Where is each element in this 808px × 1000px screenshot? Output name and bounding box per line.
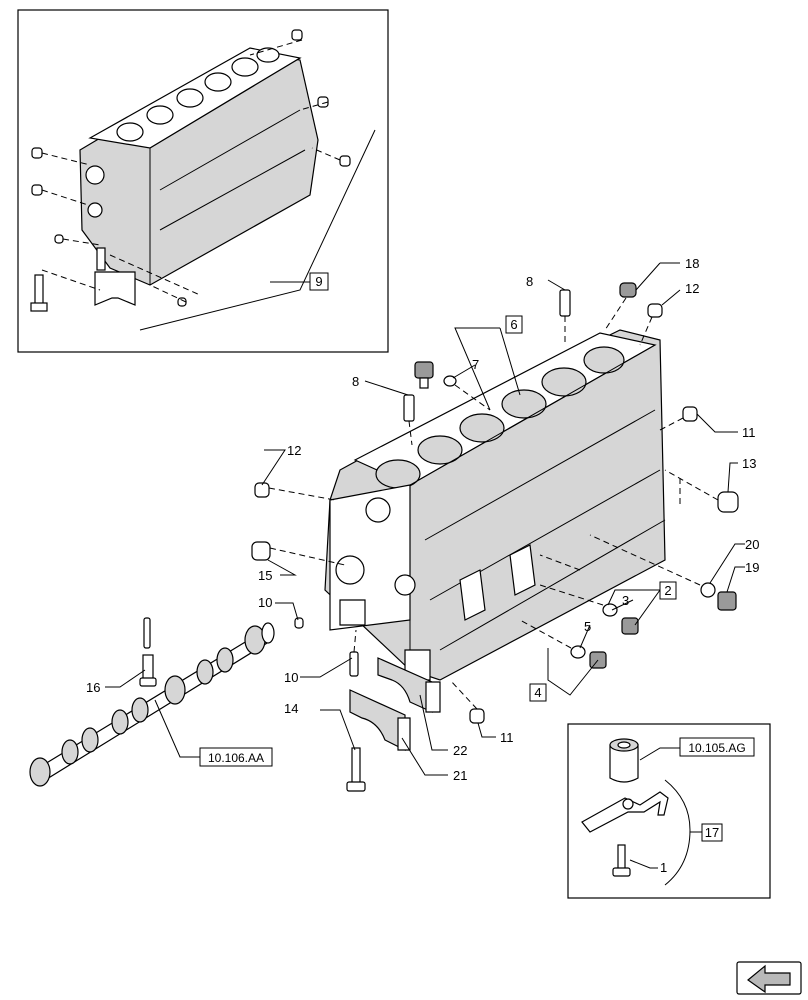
front-housing	[335, 555, 365, 585]
callout-17-label: 17	[705, 825, 719, 840]
callout-camshaft-ref: 10.106.AA	[199, 747, 273, 767]
callout-1: 1	[660, 860, 667, 875]
part-18-plug	[604, 282, 637, 331]
ref-tappet: 10.105.AG	[679, 737, 755, 757]
part-10-dowel-upper	[294, 617, 304, 629]
part-1-bolt	[612, 844, 631, 877]
callout-7: 7	[472, 357, 479, 372]
callout-16: 16	[86, 680, 100, 695]
part-11-plug-bottom	[449, 679, 485, 724]
part-11-plug-right	[659, 406, 698, 431]
callout-17: 17	[701, 823, 723, 842]
callout-21: 21	[453, 768, 467, 783]
ref-camshaft-label: 10.106.AA	[208, 751, 264, 765]
tappet-inset-frame	[567, 723, 771, 899]
inset-tappet-group: 10.105.AG 1 17	[567, 723, 771, 899]
callout-9-label: 9	[315, 274, 322, 289]
callout-18: 18	[685, 256, 699, 271]
inset-port	[85, 165, 105, 185]
part-8-pin-mid	[403, 394, 415, 446]
callout-14: 14	[284, 701, 298, 716]
callout-11-bottom: 11	[500, 730, 514, 745]
callout-2: 2	[659, 581, 677, 600]
inset-bolt	[30, 274, 48, 312]
camshaft	[29, 622, 275, 787]
inset-plugs	[31, 29, 351, 307]
part-7-plug	[414, 361, 491, 411]
part-4-assembly	[519, 619, 607, 669]
inset-cylinder-bores	[116, 47, 280, 142]
callout-19: 19	[745, 560, 759, 575]
part-13-plug	[664, 469, 739, 513]
ref-tappet-label: 10.105.AG	[688, 741, 745, 755]
callout-6: 6	[505, 315, 523, 334]
callout-13: 13	[742, 456, 756, 471]
block-front-face	[329, 484, 411, 631]
callout-20: 20	[745, 537, 759, 552]
callout-3: 3	[622, 593, 629, 608]
part-21-bearing-cap	[349, 689, 411, 751]
inset-frame	[17, 9, 389, 353]
part-12-plug-top	[639, 303, 663, 346]
callout-12-left: 12	[287, 443, 301, 458]
part-14-bolt	[346, 747, 366, 792]
part-16-bolt	[139, 617, 157, 687]
part-10-dowel-lower	[349, 629, 359, 677]
front-port	[365, 497, 391, 523]
part-12-plug-left	[254, 482, 336, 501]
callout-15: 15	[258, 568, 272, 583]
callout-10-upper: 10	[258, 595, 272, 610]
inset-engine-block	[17, 9, 389, 353]
callout-11-right: 11	[742, 425, 756, 440]
part-2-assembly	[539, 554, 639, 635]
part-tappet	[609, 738, 639, 783]
inset-dowel	[96, 247, 106, 271]
cylinder-bores	[375, 346, 625, 489]
callout-22: 22	[453, 743, 467, 758]
inset-bearing-cap	[94, 271, 136, 306]
callout-9: 9	[309, 272, 329, 291]
leader-lines	[105, 262, 745, 776]
part-8-pin-top	[559, 289, 571, 345]
part-bracket	[581, 791, 669, 833]
callout-10-lower: 10	[284, 670, 298, 685]
callout-5: 5	[584, 619, 591, 634]
callout-4: 4	[529, 683, 547, 702]
main-engine-block	[324, 329, 666, 681]
callout-6-label: 6	[510, 317, 517, 332]
callout-labels: 18 12 8 7 8 11 12 13 15 20 19 10 3 5 10 …	[86, 256, 759, 783]
part-15-plug	[251, 541, 346, 566]
callout-4-label: 4	[534, 685, 541, 700]
callout-8-top: 8	[526, 274, 533, 289]
part-19-20-assembly	[589, 534, 737, 611]
callout-8-mid: 8	[352, 374, 359, 389]
part-22-bearing-cap	[377, 657, 441, 713]
callout-2-label: 2	[664, 583, 671, 598]
page-turn-arrow-icon	[736, 961, 802, 995]
callout-12-top: 12	[685, 281, 699, 296]
